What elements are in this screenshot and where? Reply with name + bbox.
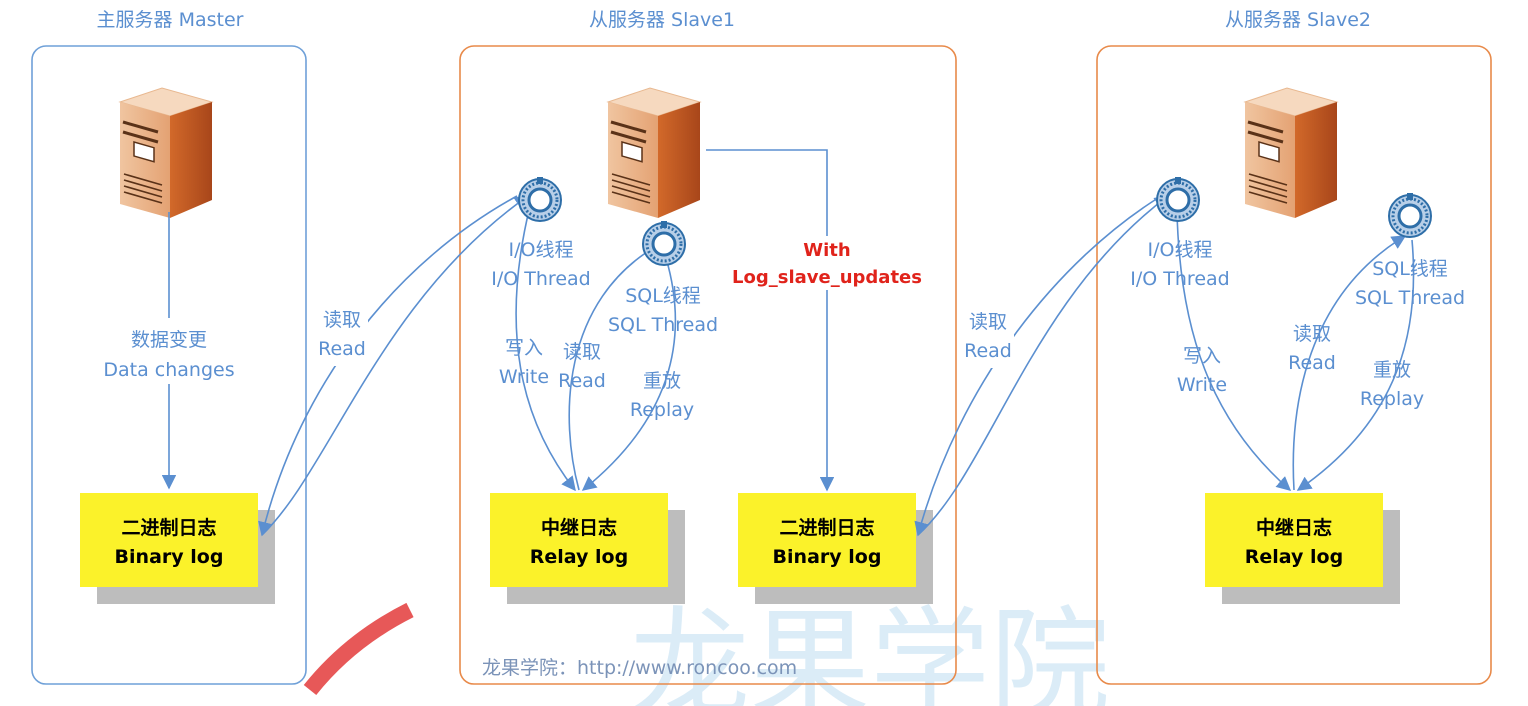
watermark-big: 龙果学院 <box>630 596 1110 706</box>
slave2-read-cn: 读取 <box>1293 323 1331 345</box>
read1-en: Read <box>318 338 366 360</box>
slave2-relay-en: Relay log <box>1245 546 1343 568</box>
slave1-binlog-en: Binary log <box>773 546 882 568</box>
slave1-relay-log: 中继日志 Relay log <box>490 493 685 604</box>
slave1-io-cn: I/O线程 <box>509 239 574 261</box>
read-arrow-io1-to-master <box>258 195 518 537</box>
watermark-text: 龙果学院：http://www.roncoo.com <box>482 657 797 679</box>
slave1-sql-cn: SQL线程 <box>625 285 701 307</box>
slave1-write-arrow <box>515 205 576 492</box>
slave1-read-arrow <box>568 243 662 491</box>
master-change-cn: 数据变更 <box>131 329 207 351</box>
master-binlog-en: Binary log <box>115 546 224 568</box>
read1-cn: 读取 <box>323 309 361 331</box>
slave1-read-en: Read <box>558 370 606 392</box>
slave2-server-icon <box>1243 86 1339 220</box>
slave2-replay-arrow <box>1296 239 1415 491</box>
slave1-title: 从服务器 Slave1 <box>589 9 735 31</box>
slave2-container <box>1096 45 1492 685</box>
slave2-io-cn: I/O线程 <box>1148 239 1213 261</box>
slave1-sql-thread-icon <box>641 219 687 267</box>
slave2-title: 从服务器 Slave2 <box>1225 9 1371 31</box>
slave2-write-en: Write <box>1177 374 1227 396</box>
slave1-io-thread-icon <box>517 175 563 223</box>
slave2-read-en: Read <box>1288 352 1336 374</box>
slave1-relay-cn: 中继日志 <box>541 516 617 539</box>
slave1-write-en: Write <box>499 366 549 388</box>
read2-en: Read <box>964 340 1012 362</box>
slave1-write-cn: 写入 <box>505 337 543 359</box>
master-change-en: Data changes <box>103 359 234 381</box>
read-arrow-io2-to-slave1 <box>914 197 1159 537</box>
slave1-container <box>459 45 957 685</box>
slave1-replay-en: Replay <box>630 399 694 421</box>
master-binary-log: 二进制日志 Binary log <box>80 493 275 604</box>
watermark: 龙果学院 龙果学院：http://www.roncoo.com <box>303 596 1110 706</box>
read2-cn: 读取 <box>969 311 1007 333</box>
read-arrow-slave1-to-io2-curve <box>917 195 1170 536</box>
log-slave-updates-label: Log_slave_updates <box>732 267 922 288</box>
slave2-sql-thread-icon <box>1387 191 1433 239</box>
master-server-icon <box>118 86 214 220</box>
slave1-sql-en: SQL Thread <box>608 314 718 336</box>
slave1-server-icon <box>606 86 702 220</box>
master-title: 主服务器 Master <box>97 9 244 31</box>
slave1-relay-en: Relay log <box>530 546 628 568</box>
slave2-relay-cn: 中继日志 <box>1256 516 1332 539</box>
master-container <box>31 45 307 685</box>
slave1-log-updates-arrow <box>706 149 835 492</box>
slave2-relay-log: 中继日志 Relay log <box>1205 493 1400 604</box>
slave1-io-en: I/O Thread <box>491 268 590 290</box>
slave2-write-cn: 写入 <box>1183 345 1221 367</box>
slave2-replay-cn: 重放 <box>1373 359 1411 381</box>
slave2-sql-cn: SQL线程 <box>1372 258 1448 280</box>
slave1-replay-cn: 重放 <box>643 370 681 392</box>
slave2-sql-en: SQL Thread <box>1355 287 1465 309</box>
slave2-io-thread-icon <box>1155 175 1201 223</box>
slave2-write-arrow <box>1176 211 1292 491</box>
slave1-binary-log: 二进制日志 Binary log <box>738 493 933 604</box>
slave2-replay-en: Replay <box>1360 388 1424 410</box>
slave1-binlog-cn: 二进制日志 <box>779 516 874 539</box>
slave2-io-en: I/O Thread <box>1130 268 1229 290</box>
slave1-read-cn: 读取 <box>563 341 601 363</box>
with-label: With <box>803 240 850 261</box>
master-binlog-cn: 二进制日志 <box>121 516 216 539</box>
read-arrow-master-to-io1-curve <box>261 195 530 536</box>
slave1-replay-arrow <box>581 257 677 491</box>
slave2-read-arrow <box>1292 235 1407 491</box>
